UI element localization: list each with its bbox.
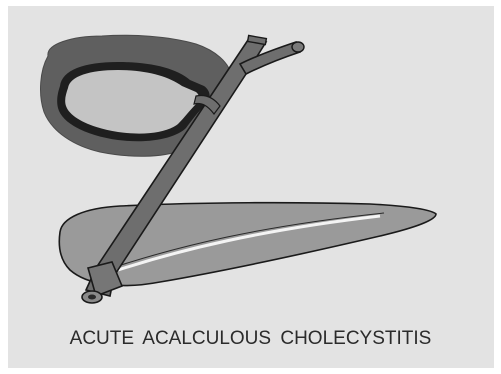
duct-branch-opening — [292, 42, 304, 52]
figure-caption: ACUTE ACALCULOUS CHOLECYSTITIS — [0, 328, 501, 350]
duct-opening-inner — [88, 295, 96, 300]
